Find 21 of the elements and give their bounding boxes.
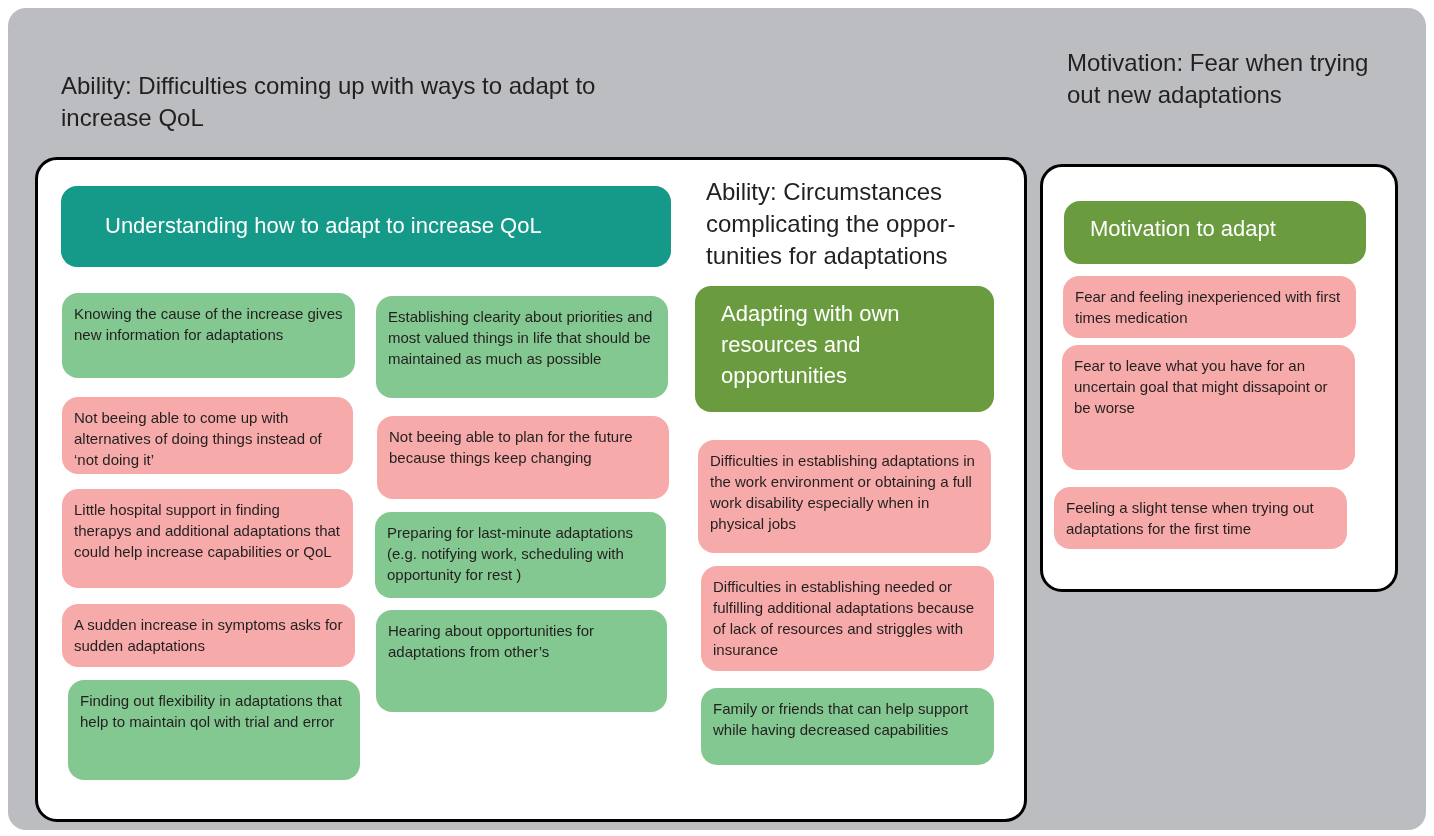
- note-card: Family or friends that can help support while having decreased capabilities: [701, 688, 994, 765]
- note-card: Preparing for last-minute adaptations (e.g. notifying work, scheduling with opportunity for rest ): [375, 512, 666, 598]
- column-heading: Ability: Circumstances complicating the oppor-tunities for adaptations: [706, 177, 957, 271]
- note-card: Establishing clearity about priorities and most valued things in life that should be maintained as much as possible: [376, 296, 668, 398]
- group-heading: Ability: Difficulties coming up with ways to adapt to increase QoL: [61, 71, 597, 133]
- concern-card: Little hospital support in finding therapys and additional adaptations that could help increase capabilities or QoL: [62, 489, 353, 588]
- theme-header: Understanding how to adapt to increase QoL: [61, 186, 671, 267]
- theme-header: Adapting with own resources and opportunities: [695, 286, 994, 412]
- concern-card: Not beeing able to plan for the future because things keep changing: [377, 416, 669, 499]
- note-card: Knowing the cause of the increase gives new information for adaptations: [62, 293, 355, 378]
- concern-card: Fear and feeling inexperienced with first times medication: [1063, 276, 1356, 338]
- concern-card: Fear to leave what you have for an uncertain goal that might dissapoint or be worse: [1062, 345, 1355, 470]
- theme-header: Motivation to adapt: [1064, 201, 1366, 264]
- note-card: Hearing about opportunities for adaptations from other’s: [376, 610, 667, 712]
- concern-card: Difficulties in establishing adaptations in the work environment or obtaining a full work disability especially when in physical jobs: [698, 440, 991, 553]
- group-heading: Motivation: Fear when trying out new adaptations: [1067, 48, 1370, 110]
- concern-card: A sudden increase in symptoms asks for sudden adaptations: [62, 604, 355, 667]
- concern-card: Not beeing able to come up with alternatives of doing things instead of ‘not doing it’: [62, 397, 353, 474]
- note-card: Finding out flexibility in adaptations that help to maintain qol with trial and error: [68, 680, 360, 780]
- concern-card: Difficulties in establishing needed or fulfilling additional adaptations because of lack of resources and striggles with insurance: [701, 566, 994, 671]
- concern-card: Feeling a slight tense when trying out adaptations for the first time: [1054, 487, 1347, 549]
